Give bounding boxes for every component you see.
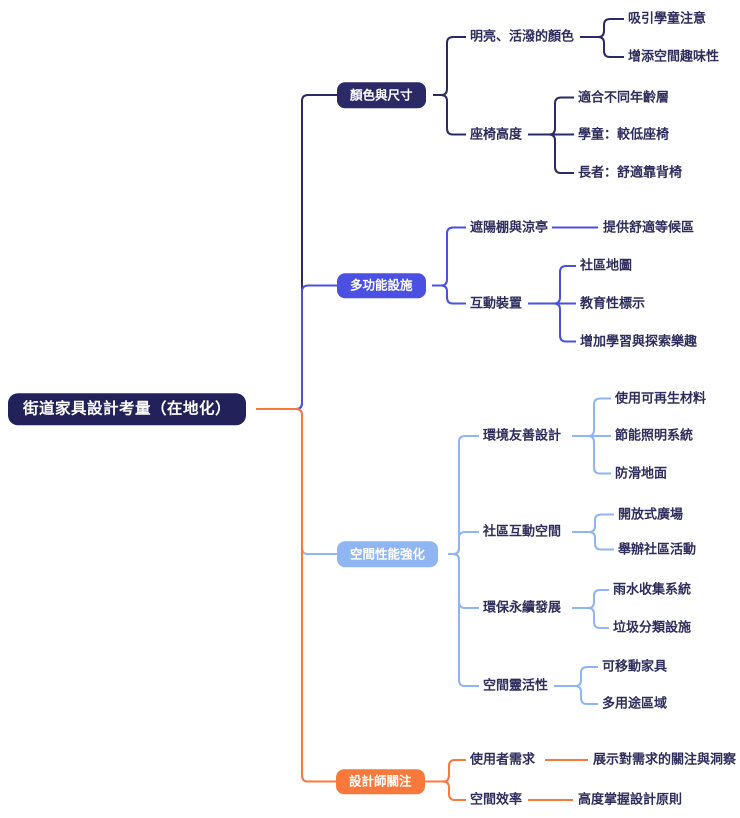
link-b2-child-1 xyxy=(432,226,466,287)
leaf-node[interactable]: 可移動家具 xyxy=(602,659,668,675)
leaf-node[interactable]: 學童：較低座椅 xyxy=(578,127,670,142)
subtopic-node[interactable]: 明亮、活潑的顏色 xyxy=(470,29,575,45)
branch-node-3[interactable]: 空間性能強化 xyxy=(337,541,439,567)
subtopic-node[interactable]: 空間靈活性 xyxy=(483,678,549,694)
subtopic-node[interactable]: 環境友善設計 xyxy=(483,428,562,444)
link-root-branch-2 xyxy=(256,284,337,410)
link-b3-1-leaf-3 xyxy=(572,435,611,475)
link-b4-child-1 xyxy=(421,759,466,783)
link-b3-3-leaf-2 xyxy=(572,607,609,629)
link-b3-child-2 xyxy=(448,531,479,555)
link-b2-child-2 xyxy=(432,284,466,305)
link-b2-2-leaf-3 xyxy=(528,302,576,343)
branch-node-2[interactable]: 多功能設施 xyxy=(337,272,426,299)
link-b2-2-leaf-1 xyxy=(528,265,576,305)
leaf-node[interactable]: 雨水收集系統 xyxy=(613,582,692,598)
leaf-node[interactable]: 使用可再生材料 xyxy=(615,391,707,406)
link-root-branch-3 xyxy=(256,408,337,555)
subtopic-node[interactable]: 遮陽棚與涼亭 xyxy=(470,220,549,235)
link-b3-3-leaf-1 xyxy=(572,589,609,609)
leaf-node[interactable]: 開放式廣場 xyxy=(618,507,684,522)
link-b1-2-leaf-3 xyxy=(528,133,574,174)
subtopic-node[interactable]: 座椅高度 xyxy=(470,127,523,142)
link-b3-2-leaf-2 xyxy=(572,531,614,551)
leaf-node[interactable]: 多用途區域 xyxy=(602,696,668,712)
link-b3-child-1 xyxy=(448,435,479,555)
link-b1-2-leaf-1 xyxy=(528,96,574,136)
root-node[interactable]: 街道家具設計考量（在地化） xyxy=(8,393,247,425)
leaf-node[interactable]: 增添空間趣味性 xyxy=(628,49,720,65)
leaf-node[interactable]: 增加學習與探索樂趣 xyxy=(580,334,698,349)
leaf-node[interactable]: 吸引學童注意 xyxy=(628,11,707,27)
leaf-node[interactable]: 社區地圖 xyxy=(580,258,633,274)
link-b3-4-leaf-2 xyxy=(554,685,598,705)
link-b1-1-leaf-1 xyxy=(580,18,624,38)
subtopic-node[interactable]: 環保永續發展 xyxy=(483,600,562,616)
link-root-branch-1 xyxy=(256,94,337,410)
leaf-node[interactable]: 提供舒適等候區 xyxy=(603,220,695,235)
subtopic-node[interactable]: 使用者需求 xyxy=(470,752,536,768)
link-b3-1-leaf-1 xyxy=(572,397,611,437)
subtopic-node[interactable]: 互動裝置 xyxy=(470,296,523,311)
link-b1-1-leaf-2 xyxy=(580,36,624,58)
leaf-node[interactable]: 節能照明系統 xyxy=(615,428,694,444)
leaf-node[interactable]: 教育性標示 xyxy=(580,296,646,311)
link-root-branch-4 xyxy=(256,408,336,783)
leaf-node[interactable]: 適合不同年齡層 xyxy=(578,90,670,105)
link-b1-child-1 xyxy=(433,36,466,96)
link-b3-4-leaf-1 xyxy=(554,666,598,687)
link-b1-child-2 xyxy=(433,94,466,136)
leaf-node[interactable]: 長者：舒適靠背椅 xyxy=(578,165,683,181)
leaf-node[interactable]: 防滑地面 xyxy=(615,466,668,481)
link-b4-child-2 xyxy=(421,780,466,801)
branch-node-4[interactable]: 設計師關注 xyxy=(336,768,425,795)
leaf-node[interactable]: 舉辦社區活動 xyxy=(618,542,697,557)
leaf-node[interactable]: 高度掌握設計原則 xyxy=(578,792,683,808)
branch-node-1[interactable]: 顏色與尺寸 xyxy=(337,82,426,108)
link-b3-2-leaf-1 xyxy=(572,513,614,533)
link-b3-child-4 xyxy=(448,553,479,687)
link-b3-child-3 xyxy=(448,553,479,609)
leaf-node[interactable]: 展示對需求的關注與洞察 xyxy=(593,752,737,768)
subtopic-node[interactable]: 社區互動空間 xyxy=(483,524,562,540)
leaf-node[interactable]: 垃圾分類設施 xyxy=(613,620,692,636)
subtopic-node[interactable]: 空間效率 xyxy=(470,792,523,808)
